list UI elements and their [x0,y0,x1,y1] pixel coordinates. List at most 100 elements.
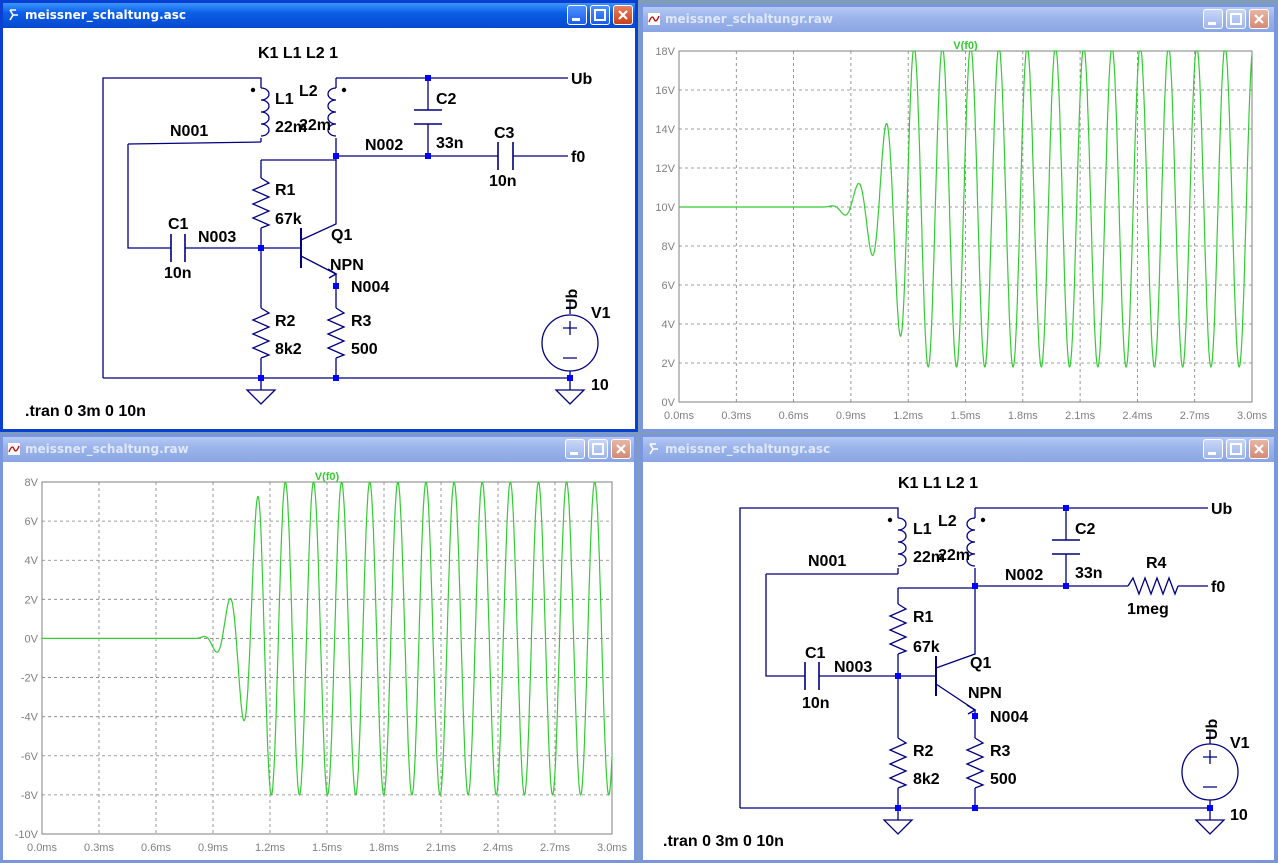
title-bar[interactable]: meissner_schaltung.raw [3,437,634,462]
r4-value: 1meg [1127,601,1169,618]
x-tick-label: 0.6ms [779,410,809,422]
schematic-drawing-1[interactable]: K1 L1 L2 1 Ub f0 N001 N002 N003 N004 L1 … [3,28,635,429]
c2-name: C2 [1075,521,1096,538]
spice-directive: .tran 0 3m 0 10n [663,833,784,850]
y-tick-label: 12V [655,163,675,175]
c3-name: C3 [494,125,515,142]
junction-dots [895,505,1213,811]
c1-name: C1 [805,645,826,662]
y-tick-label: 10V [655,202,675,214]
net-label-n002: N002 [365,137,403,154]
junction-dots [258,75,573,381]
v1-net-label: Ub [1204,718,1221,740]
schematic-canvas[interactable]: K1 L1 L2 1 Ub f0 N001 N002 N003 N004 L1 … [3,28,635,429]
x-tick-label: 2.1ms [426,842,456,854]
l1-value: 22m [913,549,945,566]
y-tick-label: -10V [15,829,39,841]
ground-symbol [1194,819,1226,835]
v1-source [541,314,599,372]
maximize-button[interactable] [588,439,608,459]
x-tick-label: 1.5ms [951,410,981,422]
l2-name: L2 [299,83,318,100]
y-tick-label: -6V [21,751,39,763]
window-title: meissner_schaltung.raw [25,442,189,456]
y-tick-label: 4V [25,555,39,567]
trace-v-f0[interactable] [42,481,613,796]
c2-name: C2 [436,91,457,108]
r1-value: 67k [913,639,940,656]
trace-v-f0[interactable] [679,50,1253,368]
x-tick-label: 0.6ms [141,842,171,854]
y-tick-label: 2V [25,594,39,606]
v1-net-label: Ub [564,288,581,310]
c1-capacitor [170,234,186,262]
q1-model: NPN [968,685,1002,702]
minimize-button[interactable] [567,5,587,25]
x-tick-label: 0.0ms [664,410,694,422]
l2-name: L2 [938,513,957,530]
r2-resistor [888,737,908,789]
l1-inductor [897,517,907,567]
net-label-f0: f0 [571,149,585,166]
schematic-window-2[interactable]: meissner_schaltungr.asc [640,434,1277,863]
close-button[interactable] [1249,9,1269,29]
title-bar[interactable]: meissner_schaltungr.asc [643,437,1274,462]
c2-value: 33n [1075,565,1103,582]
ground-symbol [882,819,914,835]
close-button[interactable] [1249,439,1269,459]
r2-value: 8k2 [275,341,302,358]
y-tick-label: 6V [25,516,39,528]
x-tick-label: 0.3ms [84,842,114,854]
net-label-n003: N003 [834,659,872,676]
l2-inductor [966,517,976,567]
y-tick-label: 8V [25,477,39,489]
y-tick-label: 2V [662,358,676,370]
waveform-icon [648,13,660,25]
y-tick-label: 6V [662,280,676,292]
coupling-directive: K1 L1 L2 1 [898,475,978,492]
c1-value: 10n [802,695,830,712]
maximize-button[interactable] [1226,439,1246,459]
y-tick-label: -2V [21,673,39,685]
trace-label[interactable]: V(f0) [953,40,978,52]
q1-name: Q1 [331,227,352,244]
components [804,517,1239,835]
schematic-canvas[interactable]: K1 L1 L2 1 Ub f0 N001 N002 N003 N004 L1 … [643,462,1274,860]
y-tick-label: 8V [662,241,676,253]
minimize-button[interactable] [565,439,585,459]
y-tick-label: 14V [655,124,675,136]
x-tick-label: 3.0ms [1237,410,1267,422]
close-button[interactable] [613,5,633,25]
c2-value: 33n [436,135,464,152]
r2-resistor [251,307,271,359]
x-tick-label: 2.7ms [540,842,570,854]
maximize-button[interactable] [590,5,610,25]
c1-name: C1 [168,216,189,233]
net-label-ub: Ub [571,71,593,88]
schematic-window-1[interactable]: meissner_schaltung.asc [0,0,638,432]
ground-symbol [554,389,586,405]
minimize-button[interactable] [1203,439,1223,459]
r4-name: R4 [1146,555,1167,572]
title-bar[interactable]: meissner_schaltungr.raw [643,7,1274,32]
minimize-button[interactable] [1203,9,1223,29]
r1-resistor [251,177,271,229]
r2-name: R2 [275,313,296,330]
x-tick-label: 0.9ms [836,410,866,422]
l1-inductor [260,87,270,137]
maximize-button[interactable] [1226,9,1246,29]
trace-label[interactable]: V(f0) [315,471,340,483]
l1-name: L1 [275,91,294,108]
x-tick-label: 3.0ms [597,842,627,854]
title-bar[interactable]: meissner_schaltung.asc [3,3,635,28]
schematic-drawing-2[interactable]: K1 L1 L2 1 Ub f0 N001 N002 N003 N004 L1 … [643,462,1274,860]
ground-symbol [245,389,277,405]
q1-model: NPN [330,257,364,274]
close-button[interactable] [611,439,631,459]
